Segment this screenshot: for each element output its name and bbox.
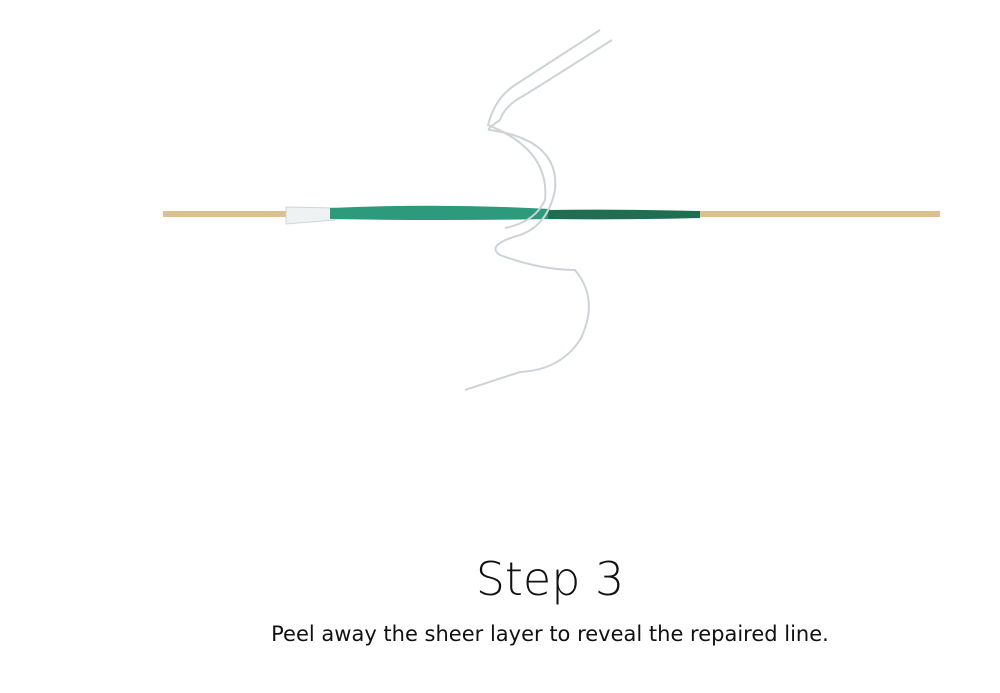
peeled-sheer-layer [464, 29, 613, 391]
inner-sleeve [548, 209, 700, 220]
step-caption: Peel away the sheer layer to reveal the … [271, 622, 829, 646]
sheer-end-left [285, 206, 336, 225]
step-title: Step 3 [475, 552, 625, 606]
outer-sleeve [330, 205, 550, 220]
